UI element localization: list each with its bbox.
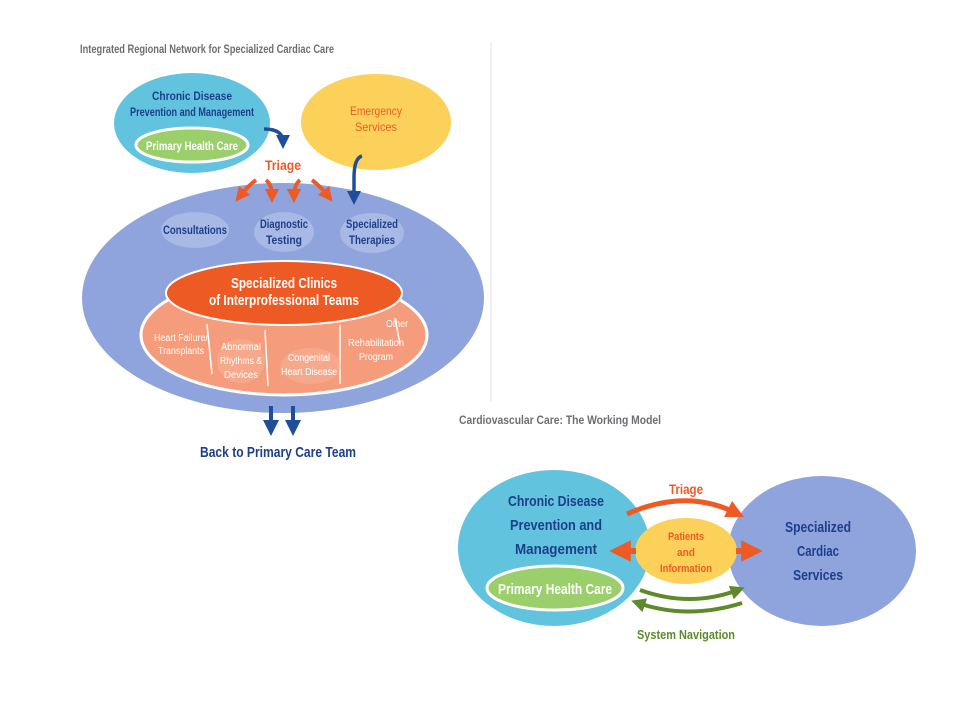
- patients-label-line3: Information: [660, 563, 712, 575]
- patients-label-line1: Patients: [668, 531, 704, 543]
- left-triage-label: Triage: [265, 157, 301, 173]
- primary-health-care-pill: [134, 126, 250, 164]
- clinics-label-line2: of Interprofessional Teams: [209, 292, 359, 309]
- primary-health-care-label: Primary Health Care: [146, 139, 238, 153]
- right-triage-label: Triage: [669, 481, 703, 497]
- left-diagram-title: Integrated Regional Network for Speciali…: [80, 42, 334, 56]
- congenital-label-line2: Heart Disease: [281, 367, 337, 378]
- emergency-label-line2: Services: [355, 120, 397, 134]
- system-navigation-arrow-right: [639, 585, 745, 601]
- patients-label-line2: and: [677, 547, 695, 559]
- specialized-cardiac-label-line2: Cardiac: [797, 543, 839, 560]
- abnormal-label-line2: Rhythms &: [220, 356, 262, 367]
- abnormal-label-line1: Abnormal: [221, 342, 261, 353]
- emergency-label-line1: Emergency: [350, 104, 402, 118]
- right-chronic-label-line1: Chronic Disease: [508, 493, 604, 510]
- specialized-therapies-bubble: [340, 213, 404, 253]
- right-chronic-label-line3: Management: [515, 541, 597, 558]
- chronic-disease-label-line1: Chronic Disease: [152, 89, 232, 103]
- congenital-label-line1: Congenital: [288, 353, 330, 364]
- clinic-divider-1: [206, 323, 213, 375]
- abnormal-label-line3: Devices: [224, 370, 258, 381]
- heart-failure-label-line1: Heart Failure/: [154, 333, 208, 344]
- chronic-disease-label-line2: Prevention and Management: [130, 105, 254, 119]
- right-triage-arrow: [625, 498, 745, 518]
- therapies-label-line2: Therapies: [349, 233, 395, 247]
- rehabilitation-label-line1: Rehabilitation: [348, 338, 404, 349]
- emergency-to-therapies-arrow: [347, 154, 363, 205]
- congenital-bubble: [281, 348, 341, 384]
- consultations-bubble: [161, 212, 229, 248]
- back-to-primary-care-label: Back to Primary Care Team: [200, 444, 356, 461]
- triage-arrow-3: [286, 178, 302, 204]
- chronic-to-triage-arrow: [263, 127, 290, 149]
- triage-arrow-1: [235, 178, 258, 202]
- system-navigation-arrow-left: [631, 598, 743, 614]
- right-chronic-label-line2: Prevention and: [510, 517, 602, 534]
- therapies-label-line1: Specialized: [346, 217, 398, 231]
- triage-arrow-2: [264, 178, 280, 204]
- emergency-services-ellipse: [301, 74, 451, 170]
- right-primary-health-care-label: Primary Health Care: [498, 581, 612, 598]
- triage-arrow-4: [310, 178, 333, 202]
- clinic-divider-2: [264, 329, 269, 387]
- diagnostic-label-line1: Diagnostic: [260, 217, 308, 231]
- rehabilitation-label-line2: Program: [359, 352, 393, 363]
- patients-information-ellipse: [635, 518, 737, 584]
- abnormal-rhythms-bubble: [217, 339, 265, 383]
- diagnostic-testing-bubble: [254, 212, 314, 252]
- specialized-cardiac-label-line1: Specialized: [785, 519, 851, 536]
- clinic-divider-4: [394, 317, 401, 345]
- right-primary-health-care-pill: [485, 564, 625, 612]
- heart-failure-label-line2: Transplants: [158, 346, 204, 357]
- other-label: Other: [386, 319, 409, 330]
- clinics-header-ellipse: [165, 260, 403, 326]
- consultations-label: Consultations: [163, 223, 227, 237]
- diagnostic-label-line2: Testing: [266, 233, 302, 247]
- specialized-cardiac-label-line3: Services: [793, 567, 843, 584]
- specialized-cardiac-services-ellipse: [728, 476, 916, 626]
- clinics-label-line1: Specialized Clinics: [231, 275, 337, 292]
- system-navigation-label: System Navigation: [637, 627, 735, 642]
- right-diagram-title: Cardiovascular Care: The Working Model: [459, 413, 661, 427]
